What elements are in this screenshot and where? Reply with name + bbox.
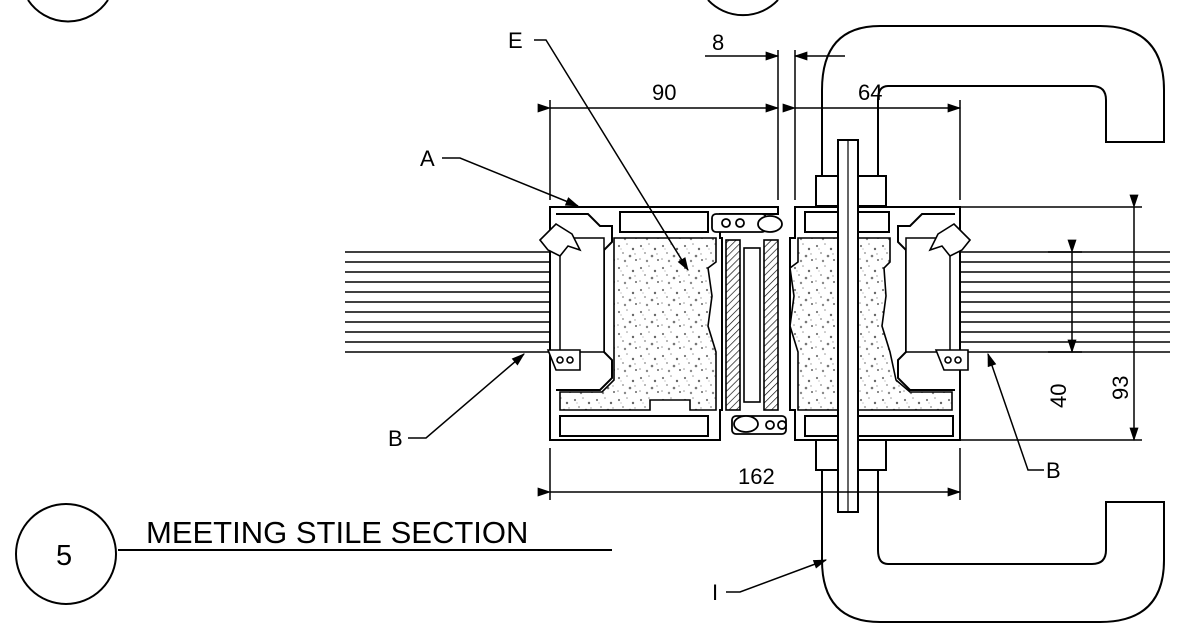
dimension-lines xyxy=(537,50,1142,500)
door-handle-upper xyxy=(821,25,1165,180)
dimension-90: 90 xyxy=(652,80,676,105)
dimension-40: 40 xyxy=(1046,384,1071,408)
top-callout-arcs xyxy=(27,0,779,23)
door-handle-lower xyxy=(821,470,1165,623)
section-number: 5 xyxy=(56,540,72,572)
callout-label-b-right: B xyxy=(1046,458,1061,483)
callout-label-b-left: B xyxy=(388,426,403,451)
section-number-circle xyxy=(15,503,117,605)
handle-spindle xyxy=(815,139,887,513)
dimension-8: 8 xyxy=(712,30,724,55)
right-insulation-infill xyxy=(789,237,953,411)
glazing-gaskets xyxy=(538,222,972,371)
callout-label-a: A xyxy=(420,146,435,171)
dimension-93: 93 xyxy=(1108,376,1133,400)
callout-label-i: I xyxy=(712,580,718,605)
meeting-seal-strips xyxy=(725,239,779,411)
dimension-64: 64 xyxy=(858,80,882,105)
callout-label-e: E xyxy=(508,28,523,53)
section-title: MEETING STILE SECTION xyxy=(146,515,528,550)
dimension-162: 162 xyxy=(738,464,775,489)
leader-lines xyxy=(408,39,1044,593)
brush-seals xyxy=(711,213,787,435)
left-insulation-infill xyxy=(559,237,717,411)
